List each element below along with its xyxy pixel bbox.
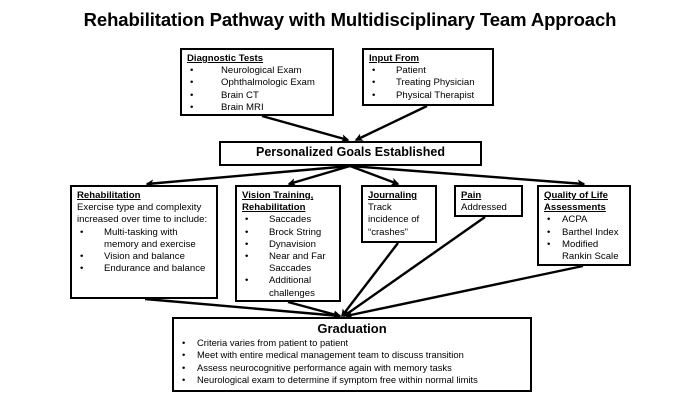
list-item: Meet with entire medical management team… (180, 349, 524, 362)
rehabilitation-heading: Rehabilitation (77, 190, 141, 201)
journaling-heading: Journaling (368, 190, 418, 201)
pain-heading: Pain (461, 190, 482, 201)
rehabilitation-intro: Exercise type and complexity increased o… (77, 202, 208, 226)
list-item: Criteria varies from patient to patient (180, 337, 524, 350)
quality-of-life-box: Quality of Life Assessments ACPA Barthel… (537, 185, 631, 266)
graduation-box: Graduation Criteria varies from patient … (172, 317, 532, 392)
list-item: Additional challenges (242, 275, 334, 299)
list-item: ACPA (544, 214, 624, 226)
journaling-text: Track incidence of “crashes” (368, 202, 420, 238)
pain-text: Addressed (461, 202, 507, 214)
arrow-diagnostic-to-goals (261, 114, 350, 143)
input-from-box: Input From Patient Treating Physician Ph… (362, 48, 494, 106)
arrow-journaling-to-graduation (341, 242, 399, 318)
list-item: Assess neurocognitive performance again … (180, 362, 524, 375)
list-item: Modified Rankin Scale (544, 239, 624, 263)
list-item: Near and Far Saccades (242, 251, 334, 275)
quality-of-life-heading: Quality of Life Assessments (544, 190, 608, 214)
arrow-quality-of-life-to-graduation (344, 264, 584, 319)
list-item: Neurological Exam (187, 65, 327, 77)
arrow-goals-to-rehabilitation (145, 164, 351, 188)
personalized-goals-box: Personalized Goals Established (219, 141, 482, 166)
list-item: Physical Therapist (369, 90, 487, 102)
rehabilitation-list: Multi-tasking with memory and exercise V… (77, 227, 211, 276)
pain-box: Pain Addressed (454, 185, 523, 217)
journaling-box: Journaling Track incidence of “crashes” (361, 185, 437, 243)
vision-training-heading: Vision Training, Rehabilitation (242, 190, 314, 214)
vision-training-list: Saccades Brock String Dynavision Near an… (242, 214, 334, 299)
personalized-goals-label: Personalized Goals Established (256, 145, 445, 159)
graduation-heading: Graduation (317, 321, 387, 336)
arrow-goals-to-journaling (349, 164, 400, 186)
diagnostic-tests-box: Diagnostic Tests Neurological Exam Ophth… (180, 48, 334, 116)
vision-training-box: Vision Training, Rehabilitation Saccades… (235, 185, 341, 302)
list-item: Neurological exam to determine if sympto… (180, 374, 524, 387)
list-item: Ophthalmologic Exam (187, 77, 327, 89)
list-item: Barthel Index (544, 227, 624, 239)
input-from-list: Patient Treating Physician Physical Ther… (369, 65, 487, 102)
list-item: Endurance and balance (77, 263, 211, 275)
page-title: Rehabilitation Pathway with Multidiscipl… (83, 9, 617, 30)
arrow-pain-to-graduation (342, 216, 486, 317)
list-item: Saccades (242, 214, 334, 226)
arrow-goals-to-quality-of-life (349, 164, 586, 188)
quality-of-life-list: ACPA Barthel Index Modified Rankin Scale (544, 214, 624, 263)
list-item: Treating Physician (369, 77, 487, 89)
arrow-vision-to-graduation (287, 300, 342, 319)
diagnostic-tests-heading: Diagnostic Tests (187, 53, 264, 64)
rehabilitation-box: Rehabilitation Exercise type and complex… (70, 185, 218, 299)
input-from-heading: Input From (369, 53, 420, 64)
list-item: Brain CT (187, 90, 327, 102)
list-item: Patient (369, 65, 487, 77)
arrow-rehabilitation-to-graduation (144, 297, 342, 320)
list-item: Multi-tasking with memory and exercise (77, 227, 211, 251)
list-item: Brock String (242, 227, 334, 239)
arrow-goals-to-vision (287, 164, 351, 186)
list-item: Vision and balance (77, 251, 211, 263)
diagnostic-tests-list: Neurological Exam Ophthalmologic Exam Br… (187, 65, 327, 114)
arrow-input-to-goals (354, 104, 428, 142)
list-item: Brain MRI (187, 102, 327, 114)
graduation-list: Criteria varies from patient to patient … (180, 337, 524, 387)
list-item: Dynavision (242, 239, 334, 251)
